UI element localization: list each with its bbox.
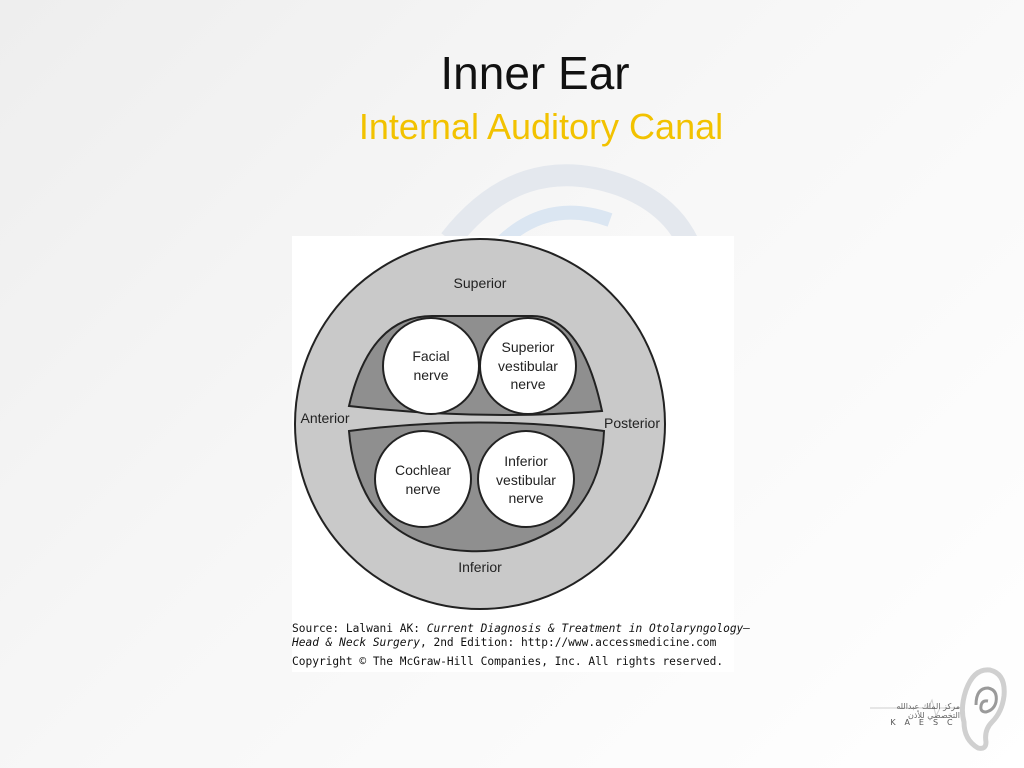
slide-title: Inner Ear: [440, 47, 630, 99]
slide-subtitle: Internal Auditory Canal: [358, 106, 724, 147]
inferior-vestibular-label-line1: Inferior: [504, 453, 548, 469]
superior-vestibular-label-line2: vestibular: [498, 358, 558, 374]
label-inferior: Inferior: [458, 559, 502, 575]
inferior-vestibular-label-line2: vestibular: [496, 472, 556, 488]
cochlear-nerve-circle: [374, 430, 472, 528]
label-superior: Superior: [454, 275, 507, 291]
facial-nerve-label-line2: nerve: [413, 367, 448, 383]
superior-vestibular-nerve-circle: [479, 317, 577, 415]
logo-letters: KAESC: [890, 718, 962, 727]
source-edition: , 2nd Edition: http://www.accessmedicine…: [419, 636, 717, 649]
source-prefix: Source: Lalwani AK:: [292, 622, 427, 635]
cochlear-nerve-label-line1: Cochlear: [395, 462, 451, 478]
book-title-part1: Current Diagnosis & Treatment in Otolary…: [426, 622, 751, 635]
logo-arabic-text: مركز الملك عبدالله التخصصي للأذن: [896, 702, 960, 720]
diagram-figure: Superior Inferior Anterior Posterior Fac…: [292, 236, 734, 672]
facial-nerve-label-line1: Facial: [412, 348, 449, 364]
kaesc-logo: مركز الملك عبدالله التخصصي للأذن KAESC: [868, 660, 1008, 755]
canal-cross-section: Superior Inferior Anterior Posterior Fac…: [294, 238, 666, 610]
ear-logo-icon: [870, 667, 1007, 751]
superior-vestibular-label-line3: nerve: [510, 376, 545, 392]
source-line-2: Head & Neck Surgery, 2nd Edition: http:/…: [292, 636, 742, 650]
facial-nerve-circle: [382, 317, 480, 415]
book-title-part2: Head & Neck Surgery: [292, 636, 420, 649]
inferior-vestibular-label-line3: nerve: [508, 490, 543, 506]
inferior-vestibular-nerve-circle: [477, 430, 575, 528]
label-anterior: Anterior: [300, 410, 349, 426]
label-posterior: Posterior: [604, 415, 660, 431]
copyright-line: Copyright © The McGraw-Hill Companies, I…: [292, 655, 724, 668]
source-citation: Source: Lalwani AK: Current Diagnosis & …: [292, 622, 750, 669]
source-line-1: Source: Lalwani AK: Current Diagnosis & …: [292, 622, 750, 636]
cochlear-nerve-label-line2: nerve: [405, 481, 440, 497]
superior-vestibular-label-line1: Superior: [502, 339, 555, 355]
